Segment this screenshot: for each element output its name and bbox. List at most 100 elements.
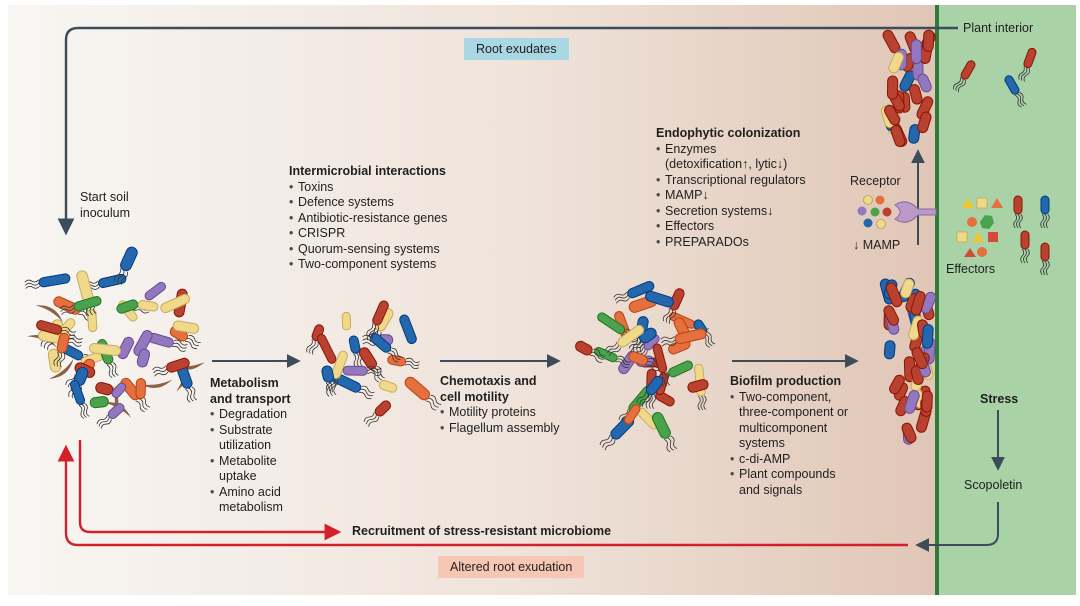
soil-bacterium-icon [88, 342, 122, 356]
start-label-line-2: inoculum [80, 205, 131, 220]
soil-bacterium-icon [144, 281, 166, 301]
curved-bacterium-icon [48, 358, 74, 379]
root-biofilm-bacterium-icon [883, 305, 900, 326]
metabolism-title-2: and transport [210, 391, 291, 406]
interacting-bacterium-icon [342, 365, 382, 376]
soil-bacterium-icon [117, 336, 134, 360]
root-exudates-arrow [57, 26, 958, 236]
motile-bacterium-icon [605, 324, 645, 356]
endophytic-item: Transcriptional regulators [656, 173, 806, 189]
mamp-label: ↓ MAMP [853, 238, 901, 252]
endophyte-icon [1018, 47, 1037, 82]
interacting-bacterium-icon [325, 350, 349, 393]
recruitment-label: Recruitment of stress-resistant microbio… [352, 524, 612, 538]
root-biofilm-bacterium-icon [921, 390, 933, 413]
stress-label: Stress [980, 392, 1019, 406]
biofilm-item: c-di-AMP [730, 452, 848, 468]
root-colony-bacterium-icon [884, 104, 901, 126]
root-colony-bacterium-icon [899, 70, 916, 92]
soil-bacterium-icon [136, 348, 151, 368]
metabolism-title-1: Metabolism [210, 376, 279, 390]
biofilm-title: Biofilm production [730, 374, 842, 388]
interacting-bacterium-icon [399, 314, 417, 345]
start-inoculum-label: Start soil inoculum [80, 190, 130, 221]
altered-exudation-tag: Altered root exudation [438, 556, 585, 578]
root-colony-bacterium-icon [910, 39, 922, 65]
chemotaxis-block: Chemotaxis and cell motility Motility pr… [440, 374, 559, 436]
endophyte-icon [1004, 75, 1027, 108]
motile-bacterium-icon [655, 391, 675, 407]
biofilm-block: Biofilm production Two-component,three-c… [730, 374, 848, 498]
motile-bacterium-icon [575, 340, 606, 363]
endophyte-icon [1040, 195, 1050, 229]
interacting-bacterium-icon [378, 380, 398, 393]
root-colony-bacterium-icon [917, 111, 932, 134]
root-colony-bacterium-icon [908, 84, 923, 105]
receptor-label: Receptor [850, 174, 901, 188]
endophytic-block: Endophytic colonization Enzymes(detoxifi… [656, 126, 806, 250]
metabolism-item: Degradation [210, 407, 291, 423]
motile-bacterium-icon [651, 412, 678, 453]
interacting-bacterium-icon [348, 335, 363, 368]
scopoletin-to-exudation-arrow [915, 502, 999, 552]
interacting-bacterium-icon [366, 300, 389, 339]
interacting-bacterium-icon [404, 376, 442, 411]
root-biofilm-bacterium-icon [921, 324, 934, 349]
curved-bacterium-icon [140, 379, 173, 388]
chemotaxis-title-1: Chemotaxis and [440, 374, 537, 388]
endophyte-icon [1013, 195, 1023, 229]
soil-bacterium-icon [59, 296, 102, 315]
interacting-bacterium-icon [363, 400, 392, 427]
endophytic-item: Enzymes(detoxification↑, lytic↓) [656, 142, 806, 173]
interacting-bacterium-icon [317, 334, 337, 364]
endophyte-icon [1040, 242, 1050, 276]
motile-bacterium-icon [660, 328, 707, 347]
receptor-icon [894, 201, 937, 223]
soil-bacterium-icon [116, 299, 139, 314]
intermicrobial-title: Intermicrobial interactions [289, 164, 446, 178]
root-colony-bacterium-icon [908, 124, 921, 144]
soil-bacterium-icon [113, 246, 138, 285]
intermicrobial-block: Intermicrobial interactions Toxins Defen… [289, 164, 447, 273]
soil-bacterium-icon [172, 320, 200, 334]
endophytic-item: Effectors [656, 219, 806, 235]
endophytic-item: PREPARADOs [656, 235, 806, 251]
motile-bacterium-icon [645, 290, 674, 308]
recruitment-arrow [78, 440, 342, 541]
soil-bacterium-icon [53, 332, 70, 368]
endophyte-icon [953, 60, 976, 93]
interacting-bacterium-icon [358, 347, 385, 383]
soil-bacterium-icon [87, 308, 98, 333]
curved-bacterium-icon [35, 305, 63, 323]
soil-bacterium-icon [70, 379, 90, 419]
intermicrobial-item: Antibiotic-resistance genes [289, 211, 447, 227]
motile-bacterium-icon [668, 360, 693, 378]
soil-bacterium-icon [133, 330, 153, 357]
root-colony-bacterium-icon [922, 29, 935, 52]
soil-bacterium-icon [160, 293, 191, 314]
start-label-line-1: Start soil [80, 190, 129, 204]
motile-bacterium-icon [626, 327, 657, 352]
root-biofilm-bacterium-icon [889, 374, 905, 395]
intermicrobial-item: Defence systems [289, 195, 447, 211]
root-biofilm-bacterium-icon [910, 290, 926, 316]
root-biofilm-bacterium-icon [904, 390, 920, 414]
soil-bacterium-icon [111, 382, 127, 399]
mamp-molecules [857, 195, 892, 229]
intermicrobial-item: Quorum-sensing systems [289, 242, 447, 258]
endophyte-icon [1020, 230, 1030, 264]
root-colony-bacterium-icon [917, 73, 932, 93]
motile-bacterium-icon [623, 404, 641, 425]
motile-bacterium-icon [652, 343, 671, 387]
altered-exudation-arrow [57, 444, 908, 547]
root-colony-bacterium-icon [886, 75, 899, 100]
soil-bacterium-icon [36, 320, 77, 339]
root-exudates-tag: Root exudates [464, 38, 569, 60]
soil-bacterium-icon [24, 273, 71, 289]
biofilm-item: Two-component,three-component ormulticom… [730, 390, 848, 452]
